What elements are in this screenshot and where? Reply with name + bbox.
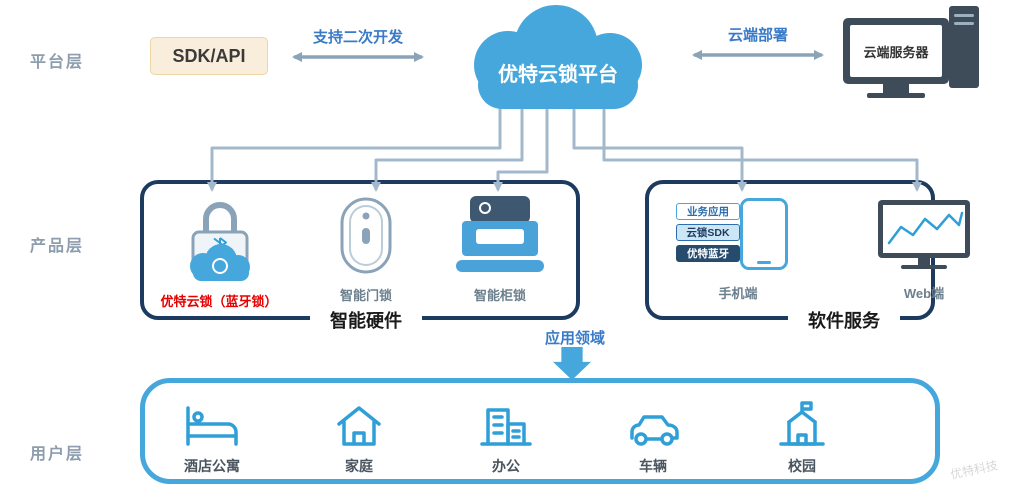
device-smart-door-lock: 智能门锁 (338, 196, 394, 304)
cloud-lock-icon (189, 202, 250, 281)
phone-label: 手机端 (718, 286, 758, 301)
domain-hotel: 酒店公寓 (147, 398, 277, 476)
car-icon (588, 398, 718, 450)
domain-campus-label: 校园 (788, 458, 816, 474)
user-domain-box (140, 378, 940, 484)
layer-label-product: 产品层 (30, 238, 85, 255)
down-block-arrow-icon (553, 347, 591, 380)
cloud-platform: 优特云锁平台 (450, 3, 666, 122)
domain-hotel-label: 酒店公寓 (184, 458, 240, 474)
device-smart-cabinet-lock-label: 智能柜锁 (473, 288, 526, 303)
domain-car-label: 车辆 (639, 458, 667, 474)
device-cloud-lock: 优特云锁（蓝牙锁） (160, 194, 278, 310)
left-link-label: 支持二次开发 (312, 29, 403, 46)
chip-ut-bluetooth: 优特蓝牙 (676, 245, 740, 262)
domain-office-label: 办公 (492, 458, 520, 474)
device-smart-cabinet-lock: 智能柜锁 (452, 194, 548, 304)
server-label: 云端服务器 (850, 25, 942, 77)
domain-home-label: 家庭 (345, 458, 373, 474)
web-client (878, 200, 970, 269)
chip-cloudlock-sdk: 云锁SDK (676, 224, 740, 241)
domain-campus: 校园 (737, 398, 867, 476)
device-smart-door-lock-label: 智能门锁 (339, 288, 392, 303)
cloud-icon: 优特云锁平台 (474, 5, 642, 109)
smart-door-lock-icon (340, 197, 392, 274)
phone-icon (740, 198, 788, 270)
domain-car: 车辆 (588, 398, 718, 476)
chip-business-app: 业务应用 (676, 203, 740, 220)
device-cloud-lock-label: 优特云锁（蓝牙锁） (160, 294, 278, 309)
watermark: 优特科技 (949, 458, 1000, 482)
layer-label-user: 用户层 (30, 446, 85, 463)
right-link-label: 云端部署 (727, 27, 788, 44)
hotel-bed-icon (147, 398, 277, 450)
server-monitor-icon: 云端服务器 (843, 18, 949, 84)
home-icon (294, 398, 424, 450)
line-chart-icon (883, 205, 965, 253)
campus-icon (737, 398, 867, 450)
server-tower-icon (949, 6, 979, 88)
hardware-group-title: 智能硬件 (310, 302, 422, 338)
flow-arrow-label: 应用领域 (544, 330, 605, 347)
smart-cabinet-lock-icon (456, 196, 544, 272)
web-label: Web端 (903, 286, 945, 301)
cloud-platform-title: 优特云锁平台 (498, 62, 618, 86)
domain-office: 办公 (441, 398, 571, 476)
office-icon (441, 398, 571, 450)
sdk-api-box: SDK/API (150, 37, 268, 75)
phone-sdk-stack: 业务应用 云锁SDK 优特蓝牙 (676, 203, 740, 266)
cloud-server: 云端服务器 (843, 6, 981, 110)
domain-home: 家庭 (294, 398, 424, 476)
web-monitor-icon (878, 200, 970, 258)
layer-label-platform: 平台层 (30, 54, 85, 71)
software-group-title: 软件服务 (788, 302, 900, 338)
